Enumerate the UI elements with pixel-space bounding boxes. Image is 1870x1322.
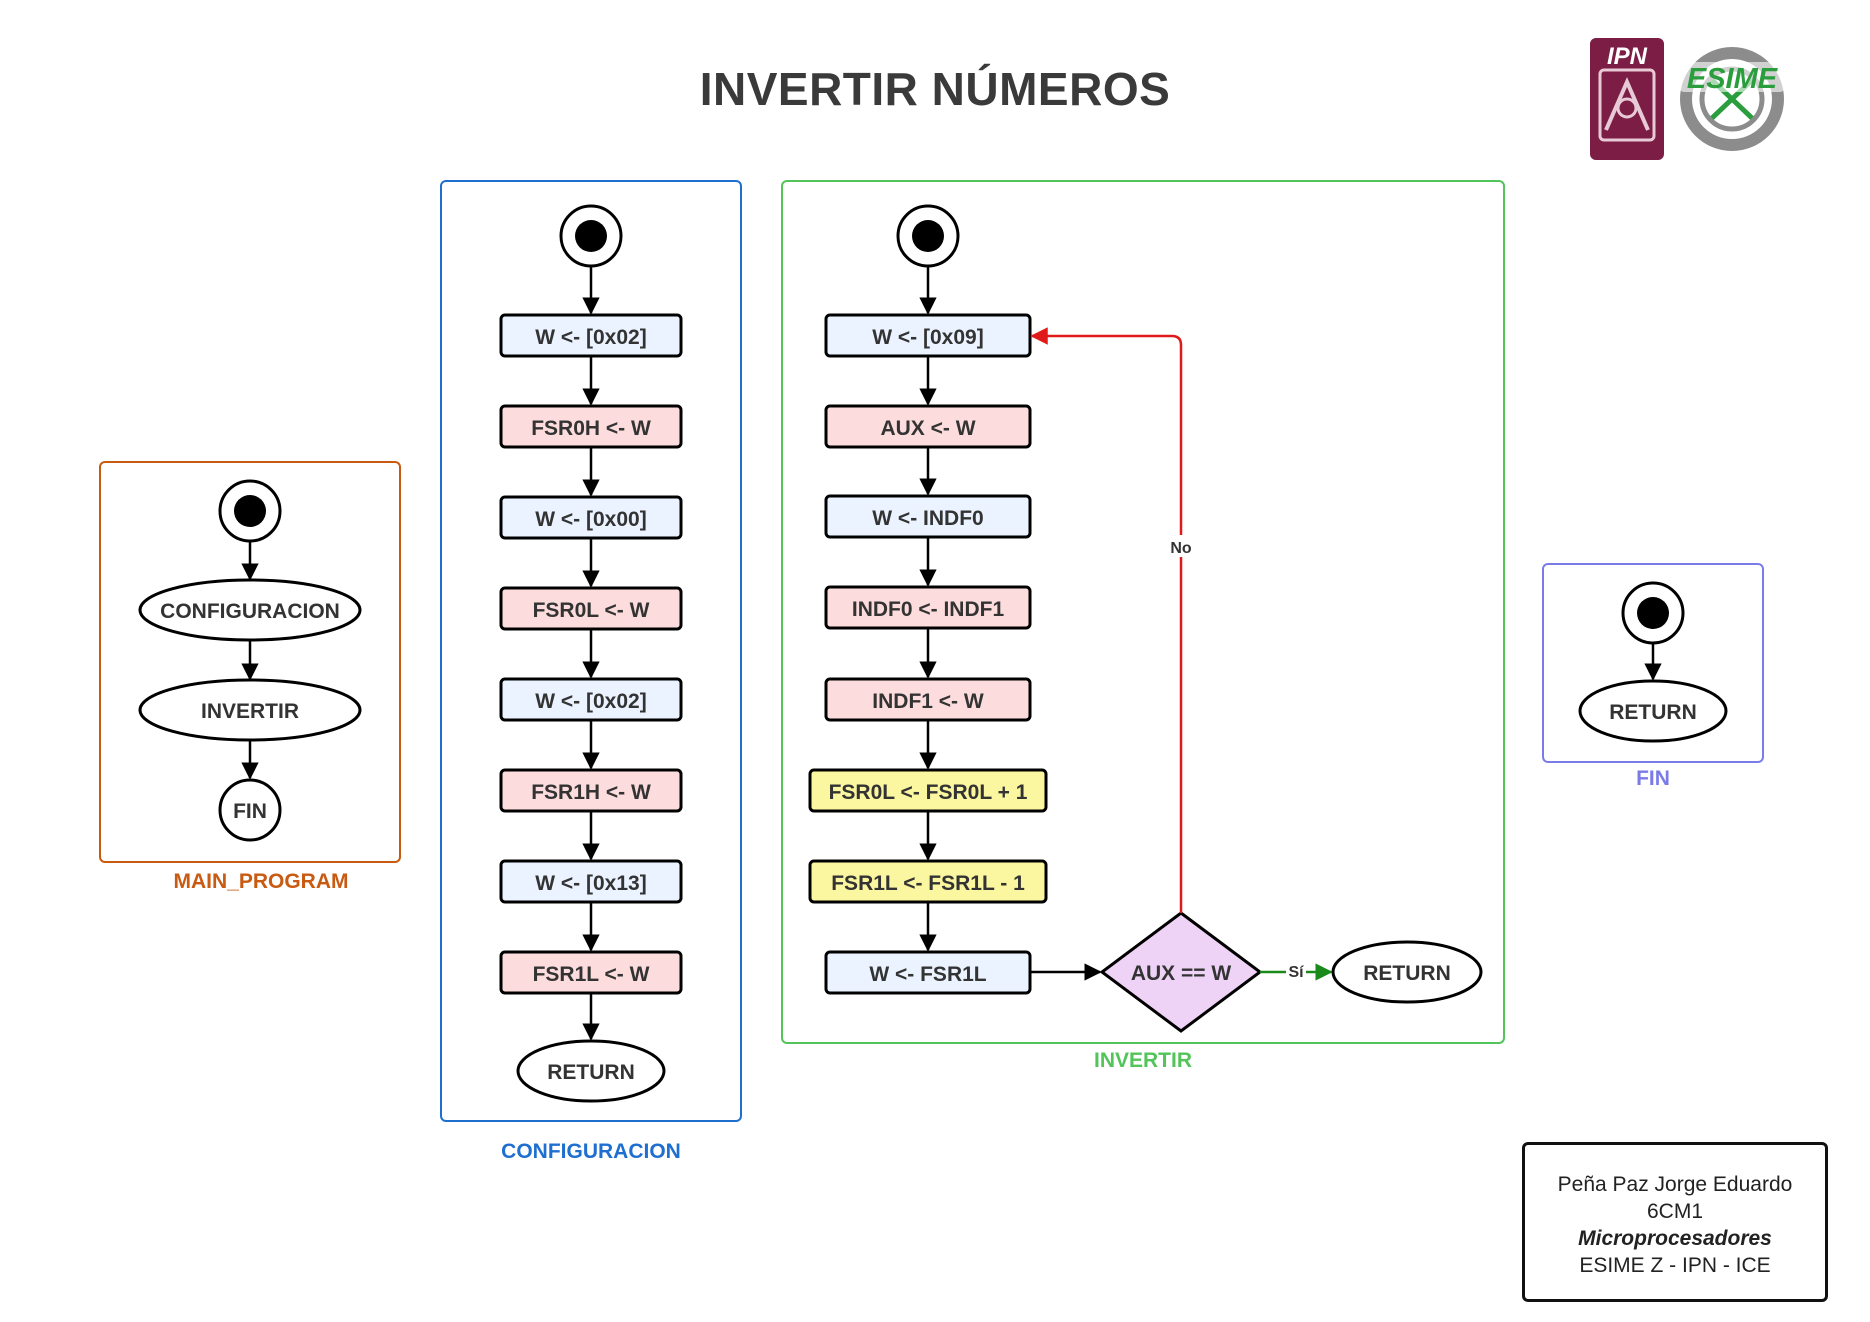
invertir-label: INVERTIR [1094, 1049, 1192, 1072]
process-step-label: W <- [0x02] [535, 326, 646, 349]
invertir-frame [781, 180, 1505, 1044]
process-step-label: W <- [0x00] [535, 508, 646, 531]
process-step-label: FSR1H <- W [531, 781, 651, 804]
fin-frame [1542, 563, 1764, 763]
no-branch-label: No [1170, 540, 1192, 557]
esime-logo: ESIME [1680, 47, 1784, 151]
process-step-label: W <- INDF0 [872, 507, 983, 530]
fin-group: FIN RETURN [1542, 563, 1764, 790]
process-step-label: W <- [0x13] [535, 872, 646, 895]
group-code: 6CM1 [1646, 1200, 1704, 1223]
end-node [1578, 679, 1728, 743]
process-step-label: INDF1 <- W [872, 690, 984, 713]
ipn-logo: IPN [1590, 38, 1664, 160]
configuracion-group: CONFIGURACION W <- [0x02] FSR0H <- W W <… [440, 180, 742, 1163]
process-step-label: INDF0 <- INDF1 [852, 598, 1005, 621]
course-name: Microprocesadores [1578, 1227, 1772, 1250]
process-step-label: AUX <- W [880, 417, 975, 440]
invertir-group: INVERTIR W <- [0x09] AUX <- W W <- INDF0… [781, 180, 1505, 1072]
process-step-label: W <- [0x09] [872, 326, 983, 349]
main-program-label: MAIN_PROGRAM [173, 870, 348, 893]
esime-logo-text: ESIME [1687, 63, 1779, 95]
main-node-label: CONFIGURACION [160, 600, 340, 623]
ipn-logo-text: IPN [1607, 43, 1648, 70]
process-step-label: FSR1L <- W [533, 963, 650, 986]
process-step-label: FSR0L <- FSR0L + 1 [829, 781, 1028, 804]
configuracion-frame [440, 180, 742, 1122]
main-node-fin [218, 778, 282, 842]
process-step-label: FSR0H <- W [531, 417, 651, 440]
main-program-group: MAIN_PROGRAM CONFIGURACION INVERTIR FIN [99, 461, 401, 893]
end-node-label: RETURN [547, 1061, 635, 1084]
process-step-label: FSR0L <- W [533, 599, 650, 622]
page-title: INVERTIR NÚMEROS [699, 63, 1171, 115]
end-node-label: RETURN [1609, 701, 1697, 724]
process-step-label: FSR1L <- FSR1L - 1 [831, 872, 1025, 895]
author-name: Peña Paz Jorge Eduardo [1557, 1173, 1793, 1196]
configuracion-label: CONFIGURACION [501, 1140, 681, 1163]
school-name: ESIME Z - IPN - ICE [1579, 1254, 1771, 1277]
process-step-label: W <- FSR1L [869, 963, 986, 986]
decision-node [1099, 911, 1263, 1033]
credits-box: Peña Paz Jorge Eduardo 6CM1 Microprocesa… [1522, 1142, 1828, 1302]
no-branch-arrow [1030, 327, 1183, 913]
end-node [516, 1039, 666, 1103]
decision-label: AUX == W [1131, 962, 1232, 985]
process-step-label: W <- [0x02] [535, 690, 646, 713]
main-node-label: FIN [233, 800, 267, 823]
main-node-label: INVERTIR [201, 700, 299, 723]
yes-branch-label: Sí [1288, 964, 1304, 981]
end-node [1331, 940, 1483, 1004]
end-node-label: RETURN [1363, 962, 1451, 985]
fin-label: FIN [1636, 767, 1670, 790]
main-program-frame [99, 461, 401, 863]
